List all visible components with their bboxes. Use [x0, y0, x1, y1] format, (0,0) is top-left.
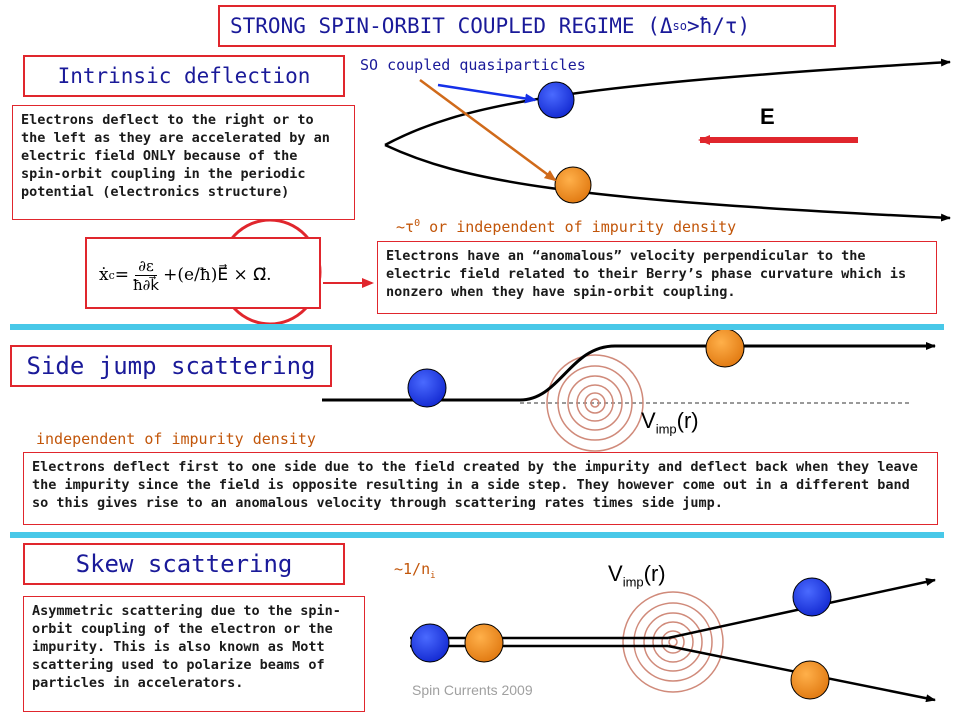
section-divider-2 [10, 532, 944, 538]
title-tail: >ħ/τ) [686, 14, 751, 38]
trajectory-lower [384, 143, 951, 222]
skew-description: Asymmetric scattering due to the spin-or… [23, 596, 365, 712]
sidejump-note: independent of impurity density [36, 430, 316, 448]
title-main: STRONG SPIN-ORBIT COUPLED REGIME (Δ [230, 14, 673, 38]
impurity-potential-sidejump [546, 354, 644, 452]
intrinsic-description: Electrons deflect to the right or to the… [12, 105, 355, 220]
skew-vimp-label: Vimp(r) [608, 561, 666, 590]
intrinsic-scaling-note: ~τ0 or independent of impurity density [396, 218, 737, 236]
skew-scaling-note: ~1/ni [394, 560, 436, 581]
sidejump-vimp-label: Vimp(r) [641, 408, 699, 437]
quasiparticles-label: SO coupled quasiparticles [360, 56, 586, 74]
trajectory-upper [384, 58, 951, 147]
side-jump-label: Side jump scattering [10, 345, 332, 387]
pointer-orange [419, 78, 557, 182]
sidejump-trajectory [322, 342, 936, 402]
pointer-blue [437, 83, 537, 104]
sidejump-description: Electrons deflect first to one side due … [23, 452, 938, 525]
skew-blue-ball-out [792, 577, 832, 617]
skew-orange-ball-in [464, 623, 504, 663]
blue-quasiparticle [537, 81, 575, 119]
intrinsic-deflection-label: Intrinsic deflection [23, 55, 345, 97]
section-divider-1 [10, 324, 944, 330]
impurity-potential-skew [622, 591, 724, 693]
skew-scattering-label: Skew scattering [23, 543, 345, 585]
skew-blue-ball-in [410, 623, 450, 663]
title-subscript: so [672, 19, 687, 33]
e-field-label: E [760, 104, 775, 129]
footer-text: Spin Currents 2009 [412, 682, 533, 698]
sidejump-blue-ball [407, 368, 447, 408]
orange-quasiparticle [554, 166, 592, 204]
skew-orange-ball-out [790, 660, 830, 700]
anomalous-velocity-description: Electrons have an “anomalous” velocity p… [377, 241, 937, 314]
sidejump-orange-ball [705, 328, 745, 368]
